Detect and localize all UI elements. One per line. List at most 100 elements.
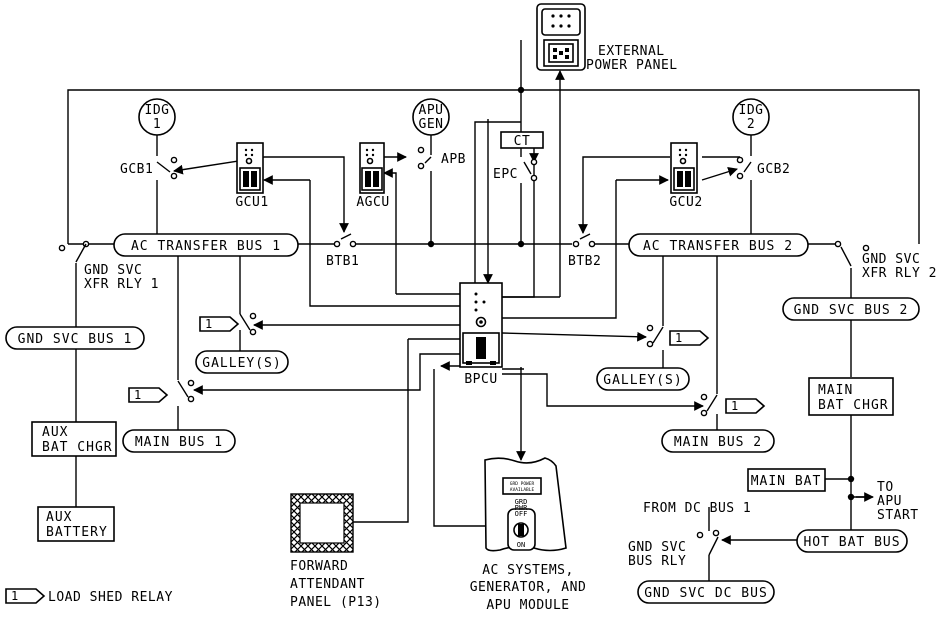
forward-attendant-panel-line2: ATTENDANT	[290, 577, 365, 592]
galley-bus-right: GALLEY(S)	[596, 367, 690, 391]
aux-bat-chgr-label-line2: BAT CHGR	[42, 440, 113, 455]
ac-transfer-bus-1-label: AC TRANSFER BUS 1	[131, 239, 281, 254]
gcb1-label: GCB1	[120, 162, 153, 177]
gnd-svc-bus-rly-line1: GND SVC	[628, 540, 686, 555]
aux-bat-chgr-label-line1: AUX	[42, 425, 68, 440]
gcu2-label: GCU2	[669, 195, 702, 210]
main-bus-2-label: MAIN BUS 2	[674, 435, 762, 450]
forward-attendant-panel-line1: FORWARD	[290, 559, 348, 574]
gnd-svc-bus-2: GND SVC BUS 2	[782, 297, 920, 321]
agcu-label: AGCU	[356, 195, 389, 210]
btb1-label: BTB1	[326, 254, 359, 269]
epc-label: EPC	[493, 167, 518, 182]
external-power-panel-label-line2: POWER PANEL	[586, 58, 678, 73]
gnd-svc-xfr-rly-2-line1: GND SVC	[862, 252, 920, 267]
apu-gen: APU GEN	[412, 98, 450, 136]
load-shed-tag-main-bus-1: 1	[128, 387, 169, 403]
gcu1: GCU1	[235, 142, 268, 210]
hot-bat-bus: HOT BAT BUS	[796, 529, 908, 553]
junction-dots	[427, 86, 855, 501]
external-power-panel-label-line1: EXTERNAL	[598, 44, 665, 59]
idg-2-label-line2: 2	[747, 117, 755, 132]
aux-battery-label-line1: AUX	[46, 510, 72, 525]
module-indicator-line1: GRD POWER	[510, 481, 535, 487]
load-shed-tag-text: 1	[731, 399, 738, 413]
load-shed-tag-text: 1	[134, 388, 141, 402]
gcb2-label: GCB2	[757, 162, 790, 177]
gnd-svc-bus-1-label: GND SVC BUS 1	[18, 332, 133, 347]
gcu2: GCU2	[669, 142, 702, 210]
from-dc-bus-1-label: FROM DC BUS 1	[643, 501, 751, 516]
load-shed-tag-text: 1	[11, 589, 18, 603]
load-shed-tag-main-bus-2: 1	[725, 398, 766, 414]
galley-bus-right-label: GALLEY(S)	[603, 373, 682, 388]
module-switch-label-pwr: PWR	[515, 504, 528, 512]
apu-gen-label-line1: APU	[419, 103, 444, 118]
btb2-label: BTB2	[568, 254, 601, 269]
idg-2-label-line1: IDG	[739, 103, 764, 118]
load-shed-tag-galley-right: 1	[669, 330, 710, 346]
idg-1: IDG 1	[138, 98, 176, 136]
gnd-svc-bus-2-label: GND SVC BUS 2	[794, 303, 909, 318]
load-shed-tag-galley-left: 1	[199, 316, 240, 332]
main-bus-1-label: MAIN BUS 1	[135, 435, 223, 450]
apu-gen-label-line2: GEN	[419, 117, 444, 132]
gnd-svc-dc-bus-label: GND SVC DC BUS	[644, 586, 768, 601]
text-labels: GCB1 APB EPC GCB2 BTB1 BTB2 GND SVC XFR …	[48, 152, 937, 613]
relay-contacts	[58, 146, 870, 556]
module-switch-label-off: OFF	[515, 510, 528, 518]
ac-transfer-bus-1: AC TRANSFER BUS 1	[113, 233, 299, 257]
bpcu: BPCU	[459, 282, 503, 387]
gcu1-label: GCU1	[235, 195, 268, 210]
idg-2: IDG 2	[732, 98, 770, 136]
ac-transfer-bus-2: AC TRANSFER BUS 2	[628, 233, 809, 257]
main-bus-1: MAIN BUS 1	[122, 429, 236, 453]
ac-systems-module-line2: GENERATOR, AND	[470, 580, 587, 595]
hot-bat-bus-label: HOT BAT BUS	[803, 535, 900, 550]
module-switch-label-grd: GRD	[515, 498, 528, 506]
aux-bat-chgr: AUX BAT CHGR	[31, 421, 117, 457]
module-indicator-line2: AVAILABLE	[510, 487, 535, 493]
gnd-svc-xfr-rly-2-line2: XFR RLY 2	[862, 266, 937, 281]
load-shed-tag-text: 1	[205, 317, 212, 331]
external-power-panel: EXTERNAL POWER PANEL	[536, 3, 678, 73]
ac-transfer-bus-2-label: AC TRANSFER BUS 2	[643, 239, 793, 254]
ac-systems-module: GRD POWER AVAILABLE GRD PWR OFF ON	[484, 457, 567, 552]
load-shed-tag-legend: 1	[5, 588, 46, 604]
ac-systems-module-line3: APU MODULE	[486, 598, 569, 613]
idg-1-label-line1: IDG	[145, 103, 170, 118]
agcu: AGCU	[356, 142, 389, 210]
main-bus-2: MAIN BUS 2	[661, 429, 775, 453]
main-bat-chgr-label-line1: MAIN	[818, 383, 853, 398]
current-transformer: CT	[500, 131, 544, 149]
load-shed-tags: 1 1 1 1 1	[5, 316, 766, 604]
load-shed-tag-text: 1	[675, 331, 682, 345]
forward-attendant-panel-line3: PANEL (P13)	[290, 595, 382, 610]
bpcu-label: BPCU	[464, 372, 497, 387]
galley-bus-left: GALLEY(S)	[195, 350, 289, 374]
gnd-svc-xfr-rly-1-line2: XFR RLY 1	[84, 277, 159, 292]
idg-1-label-line2: 1	[153, 117, 161, 132]
main-bat-label: MAIN BAT	[751, 474, 822, 489]
galley-bus-left-label: GALLEY(S)	[202, 356, 281, 371]
forward-attendant-panel	[290, 493, 354, 553]
ct-label: CT	[514, 134, 531, 149]
apb-label: APB	[441, 152, 466, 167]
module-switch-label-on: ON	[517, 541, 525, 549]
gnd-svc-bus-1: GND SVC BUS 1	[5, 326, 145, 350]
ac-systems-module-line1: AC SYSTEMS,	[482, 563, 574, 578]
aux-battery: AUX BATTERY	[37, 506, 115, 542]
main-bat-chgr-label-line2: BAT CHGR	[818, 398, 889, 413]
wiring	[67, 40, 920, 581]
aux-battery-label-line2: BATTERY	[46, 525, 108, 540]
gnd-svc-dc-bus: GND SVC DC BUS	[637, 580, 775, 604]
to-apu-start-line3: START	[877, 508, 919, 523]
to-apu-start-line1: TO	[877, 480, 894, 495]
main-bat-chgr: MAIN BAT CHGR	[808, 377, 894, 416]
load-shed-relay-legend-label: LOAD SHED RELAY	[48, 590, 173, 605]
to-apu-start-line2: APU	[877, 494, 902, 509]
gnd-svc-xfr-rly-1-line1: GND SVC	[84, 263, 142, 278]
gnd-svc-bus-rly-line2: BUS RLY	[628, 554, 686, 569]
main-bat: MAIN BAT	[747, 468, 826, 492]
